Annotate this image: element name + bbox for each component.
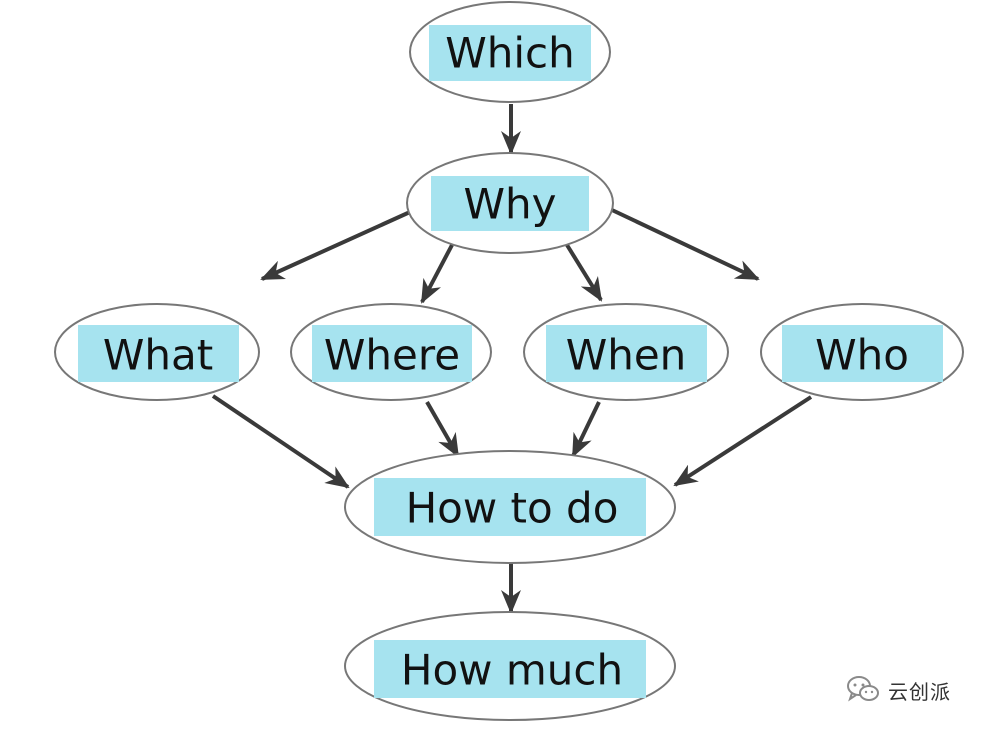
edge-where-howtodo <box>425 401 460 458</box>
node-why: Why <box>406 152 614 254</box>
node-what-label: What <box>103 331 213 380</box>
node-who: Who <box>760 303 964 401</box>
edge-why-where <box>420 244 454 304</box>
edge-group <box>211 104 813 614</box>
node-how-to-do: How to do <box>344 450 676 564</box>
node-how-to-do-label: How to do <box>406 484 619 533</box>
edge-who-howtodo <box>673 395 813 487</box>
node-when-label: When <box>566 331 687 380</box>
node-which: Which <box>409 1 611 103</box>
edge-why-who <box>611 208 760 281</box>
edge-why-what <box>260 210 411 281</box>
edge-what-howtodo <box>211 394 350 489</box>
node-why-label: Why <box>463 180 556 229</box>
node-how-much-label: How much <box>401 646 623 695</box>
node-which-label: Which <box>445 29 575 78</box>
node-when: When <box>523 303 729 401</box>
watermark-text: 云创派 <box>888 680 951 704</box>
node-where-label: Where <box>324 331 460 380</box>
node-how-much: How much <box>344 611 676 721</box>
node-what: What <box>54 303 260 401</box>
wechat-logo-icon <box>847 676 879 702</box>
edge-when-howtodo <box>571 401 601 458</box>
node-who-label: Who <box>815 331 909 380</box>
edge-why-when <box>565 243 603 302</box>
node-where: Where <box>290 303 492 401</box>
